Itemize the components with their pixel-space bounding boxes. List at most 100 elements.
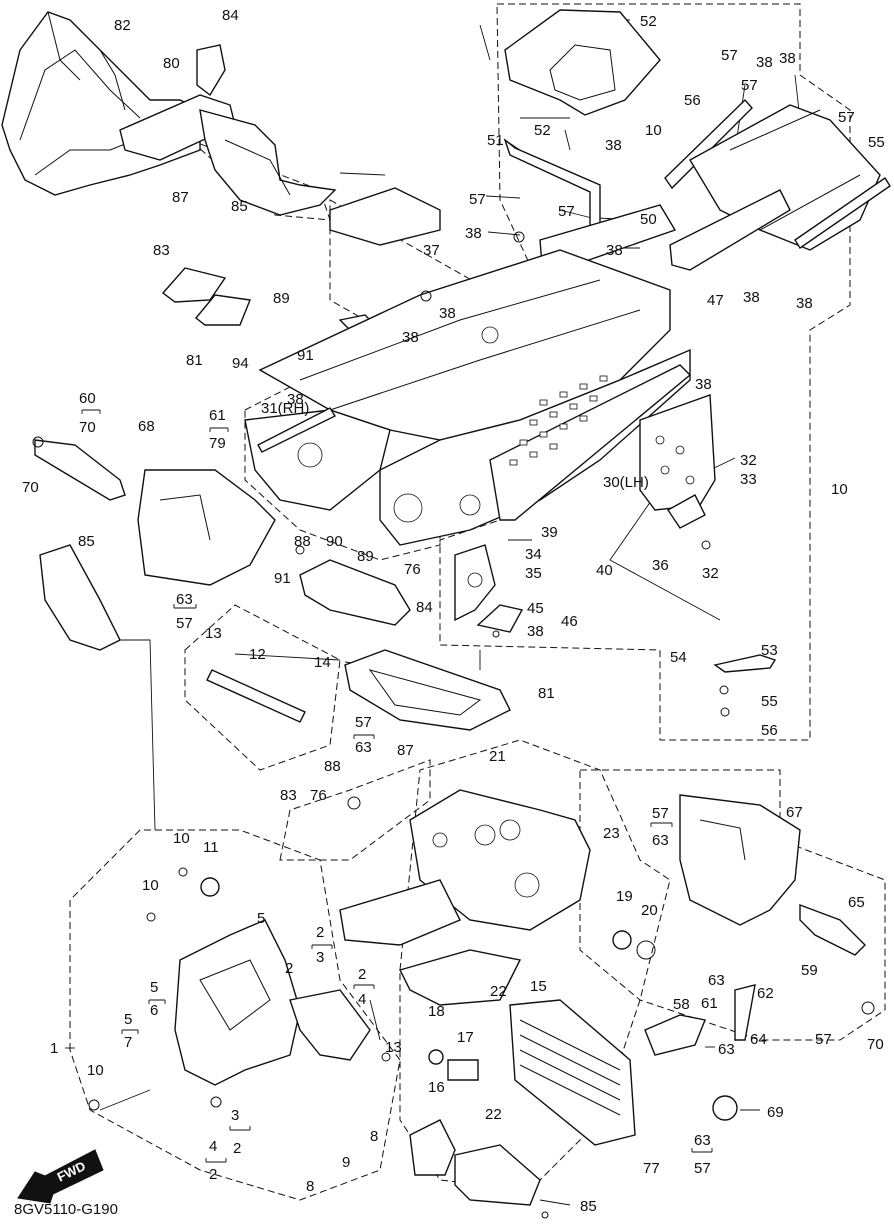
small-bracket-75 bbox=[196, 44, 226, 97]
side-panel bbox=[199, 109, 337, 216]
callout-57-e: 57 bbox=[652, 805, 669, 822]
callout-77-b: 77 bbox=[643, 1160, 660, 1177]
callout-63-d: 63 bbox=[708, 972, 725, 989]
callout-57-d: 57 bbox=[355, 714, 372, 731]
plate-61 bbox=[644, 1014, 706, 1056]
callout-brackets bbox=[81, 409, 713, 1163]
group-outline-1 bbox=[69, 829, 401, 1201]
callout-41: 51 bbox=[487, 132, 504, 149]
bar-59 bbox=[799, 903, 866, 956]
lower-bracket-85 bbox=[409, 1119, 541, 1206]
group-outline-12 bbox=[184, 604, 341, 771]
radiator-15 bbox=[509, 999, 636, 1146]
callout-38-e: 38 bbox=[402, 329, 419, 346]
callout-30: 32 bbox=[740, 452, 757, 469]
callout-15: 15 bbox=[530, 978, 547, 995]
callout-46: 46 bbox=[561, 613, 578, 630]
callout-63-f: 63 bbox=[694, 1132, 711, 1149]
callout-70-left: 70 bbox=[22, 479, 39, 496]
callout-38-j: 40 bbox=[596, 562, 613, 579]
callout-8-a: 8 bbox=[370, 1128, 378, 1145]
front-cowl bbox=[1, 11, 201, 196]
bracket-68 bbox=[137, 469, 276, 586]
callout-71: 80 bbox=[163, 55, 180, 72]
steering-support-67 bbox=[679, 794, 801, 926]
rod-62 bbox=[734, 984, 756, 1041]
callout-65: 65 bbox=[848, 894, 865, 911]
callout-2-e: 2 bbox=[209, 1166, 217, 1183]
callout-57-b: 61 bbox=[209, 407, 226, 424]
callout-83: 83 bbox=[280, 787, 297, 804]
callout-55: 55 bbox=[761, 693, 778, 710]
callout-14: 14 bbox=[314, 654, 331, 671]
callout-38-d: 38 bbox=[439, 305, 456, 322]
callout-73: 82 bbox=[114, 17, 131, 34]
callout-1: 1 bbox=[50, 1040, 58, 1057]
callout-40: 50 bbox=[640, 211, 657, 228]
callout-11: 11 bbox=[203, 839, 219, 856]
callout-78: 87 bbox=[172, 189, 189, 206]
callout-67: 67 bbox=[786, 804, 803, 821]
fwd-arrow-icon: FWD bbox=[17, 1149, 104, 1204]
callout-38-h: 38 bbox=[695, 376, 712, 393]
callout-38-f: 38 bbox=[743, 289, 760, 306]
callout-63-a: 63 bbox=[176, 591, 193, 608]
callout-70-b: 70 bbox=[867, 1036, 884, 1053]
callout-4-a: 4 bbox=[358, 991, 366, 1008]
callout-75: 84 bbox=[222, 7, 239, 24]
lower-frame bbox=[339, 789, 591, 1006]
callout-27: 31(RH) bbox=[261, 400, 309, 417]
callout-63-e: 63 bbox=[718, 1041, 735, 1058]
callout-34: 37 bbox=[423, 242, 440, 259]
callout-81: 81 bbox=[538, 685, 555, 702]
callout-21: 21 bbox=[489, 748, 506, 765]
bar-27 bbox=[257, 407, 337, 453]
callout-47: 55 bbox=[868, 134, 885, 151]
callout-7: 7 bbox=[124, 1034, 132, 1051]
pad-74 bbox=[161, 267, 227, 303]
callout-57-c: 57 bbox=[176, 615, 193, 632]
callout-35: 38 bbox=[606, 242, 623, 259]
rail-47 bbox=[794, 177, 891, 249]
callout-80: 89 bbox=[273, 290, 290, 307]
callout-3-b: 3 bbox=[231, 1107, 239, 1124]
callout-38-b: 38 bbox=[779, 50, 796, 67]
callout-69: 69 bbox=[767, 1104, 784, 1121]
callout-77-top: 85 bbox=[231, 198, 248, 215]
link-53 bbox=[713, 654, 777, 673]
callout-24: 10 bbox=[831, 481, 848, 498]
callout-20: 20 bbox=[641, 902, 658, 919]
callout-26: 30(LH) bbox=[603, 474, 649, 491]
callout-28: 34 bbox=[525, 546, 542, 563]
callout-10-b: 10 bbox=[142, 877, 159, 894]
callout-5-b: 5 bbox=[150, 979, 158, 996]
callout-36: 38 bbox=[465, 225, 482, 242]
plate-69 bbox=[712, 1095, 738, 1121]
callout-45: 45 bbox=[527, 600, 544, 617]
callout-25: 10 bbox=[645, 122, 662, 139]
callout-39: 47 bbox=[707, 292, 724, 309]
diagram-code: 8GV5110-G190 bbox=[14, 1201, 118, 1218]
callout-48: 56 bbox=[684, 92, 701, 109]
parts: FWD bbox=[1, 9, 891, 1219]
group-outline-rear-bracket bbox=[279, 759, 431, 861]
callout-2-d: 2 bbox=[233, 1140, 241, 1157]
callout-4-b: 4 bbox=[209, 1138, 217, 1155]
running-board-26 bbox=[489, 364, 692, 521]
callout-38-i: 39 bbox=[541, 524, 558, 541]
callout-63-c: 63 bbox=[652, 832, 669, 849]
callout-29: 35 bbox=[525, 565, 542, 582]
callout-87: 87 bbox=[397, 742, 414, 759]
callout-59: 59 bbox=[801, 962, 818, 979]
callout-10-a: 10 bbox=[173, 830, 190, 847]
callout-63-b: 63 bbox=[355, 739, 372, 756]
callout-64: 64 bbox=[750, 1031, 767, 1048]
callout-52-b: 57 bbox=[558, 203, 575, 220]
callout-58: 58 bbox=[673, 996, 690, 1013]
callout-32-visible: 32 bbox=[702, 565, 719, 582]
front-mount-1 bbox=[174, 919, 371, 1086]
running-board-holes bbox=[509, 375, 608, 466]
group-outline-67 bbox=[579, 769, 886, 1041]
plate-93 bbox=[329, 187, 441, 246]
